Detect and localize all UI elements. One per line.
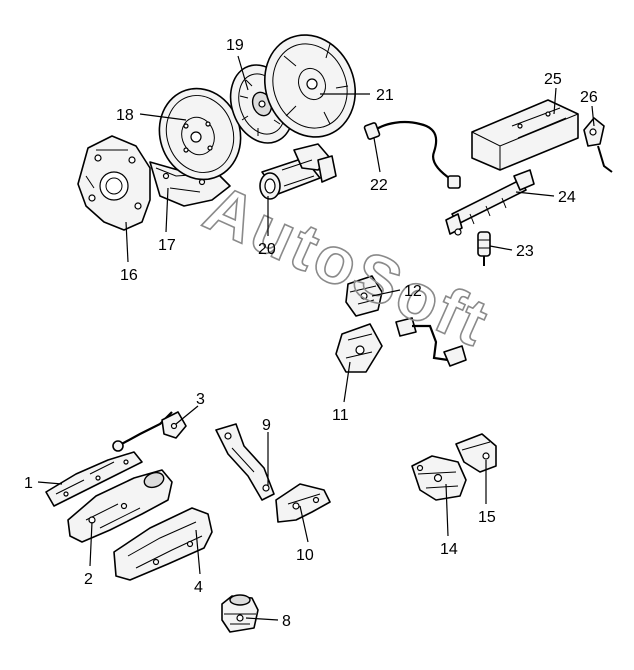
callout-1: 1: [24, 475, 33, 492]
part-12-valve[interactable]: [345, 275, 383, 317]
callout-22: 22: [370, 177, 388, 194]
part-18-flywheel[interactable]: [148, 78, 253, 190]
part-24-fuel-rail[interactable]: [445, 169, 535, 236]
callout-16: 16: [120, 267, 138, 284]
part-22-sensor-cable[interactable]: [363, 121, 461, 189]
part-25-engine-cover[interactable]: [471, 99, 579, 171]
callout-3: 3: [196, 391, 205, 408]
pipe-assembly[interactable]: [395, 317, 467, 367]
callout-9: 9: [262, 417, 271, 434]
part-20-starter-motor[interactable]: [259, 143, 337, 200]
leader-lines: [37, 55, 595, 621]
part-1-gasket[interactable]: [45, 451, 143, 507]
callout-24: 24: [558, 189, 576, 206]
callout-17: 17: [158, 237, 176, 254]
callout-25: 25: [544, 71, 562, 88]
callout-labels: 1 2 3 4 8 9 10 11 12 14 15 16 17 18 19 2…: [24, 37, 598, 630]
part-26-sensor[interactable]: [583, 117, 613, 173]
callout-14: 14: [440, 541, 458, 558]
part-4-heat-shield[interactable]: [113, 507, 213, 581]
part-16-cover-plate[interactable]: [77, 135, 151, 231]
part-15-mount-bracket[interactable]: [455, 433, 497, 473]
callout-2: 2: [84, 571, 93, 588]
part-21-pressure-plate[interactable]: [250, 21, 371, 150]
callout-10: 10: [296, 547, 314, 564]
callout-15: 15: [478, 509, 496, 526]
part-2-exhaust-manifold[interactable]: [67, 469, 173, 543]
part-3-bracket[interactable]: [112, 411, 187, 452]
callout-12: 12: [404, 283, 422, 300]
callout-20: 20: [258, 241, 276, 258]
part-23-injector[interactable]: [477, 231, 491, 266]
part-11-clamp[interactable]: [335, 323, 383, 373]
callout-19: 19: [226, 37, 244, 54]
callout-21: 21: [376, 87, 394, 104]
callout-26: 26: [580, 89, 598, 106]
part-9-bracket[interactable]: [215, 423, 275, 501]
callout-18: 18: [116, 107, 134, 124]
callout-23: 23: [516, 243, 534, 260]
callout-8: 8: [282, 613, 291, 630]
part-8-engine-mount[interactable]: [221, 594, 259, 633]
part-10-bracket[interactable]: [275, 483, 331, 523]
callout-11: 11: [332, 407, 349, 424]
part-14-mount-bracket[interactable]: [411, 455, 467, 501]
callout-4: 4: [194, 579, 203, 596]
